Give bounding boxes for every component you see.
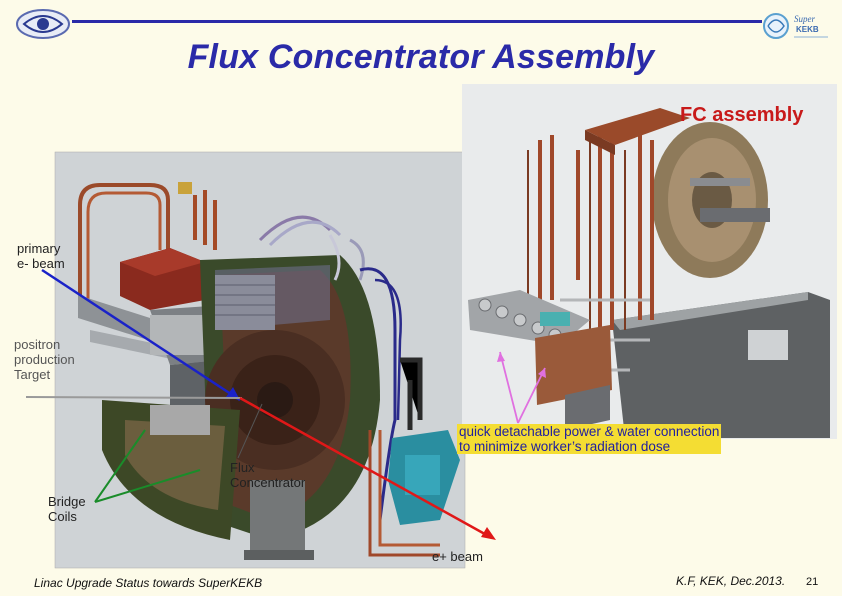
header-rule [72, 20, 762, 23]
logo-text-super: Super [794, 14, 815, 24]
footer-author-date: K.F, KEK, Dec.2013. [676, 574, 786, 588]
kek-logo-icon [16, 9, 70, 39]
eplus-beam-label: e+ beam [432, 549, 483, 564]
bridge-coils-label: Bridge Coils [48, 494, 86, 524]
footer-title: Linac Upgrade Status towards SuperKEKB [34, 576, 263, 590]
eplus-beam-line [239, 396, 493, 540]
logo-text-kekb: KEKB [796, 25, 819, 34]
slide-title: Flux Concentrator Assembly [187, 38, 655, 76]
primary-beam-line [41, 268, 241, 402]
superkekb-logo-icon: Super KEKB [763, 13, 828, 39]
target-label: positron production Target [14, 337, 75, 382]
radiation-dose-callout: quick detachable power & water connectio… [457, 424, 722, 454]
flux-concentrator-label: Flux Concentrator [230, 460, 306, 490]
fc-assembly-label: FC assembly [680, 104, 804, 126]
primary-beam-label: primary e- beam [17, 241, 65, 271]
page-number: 21 [806, 576, 819, 588]
